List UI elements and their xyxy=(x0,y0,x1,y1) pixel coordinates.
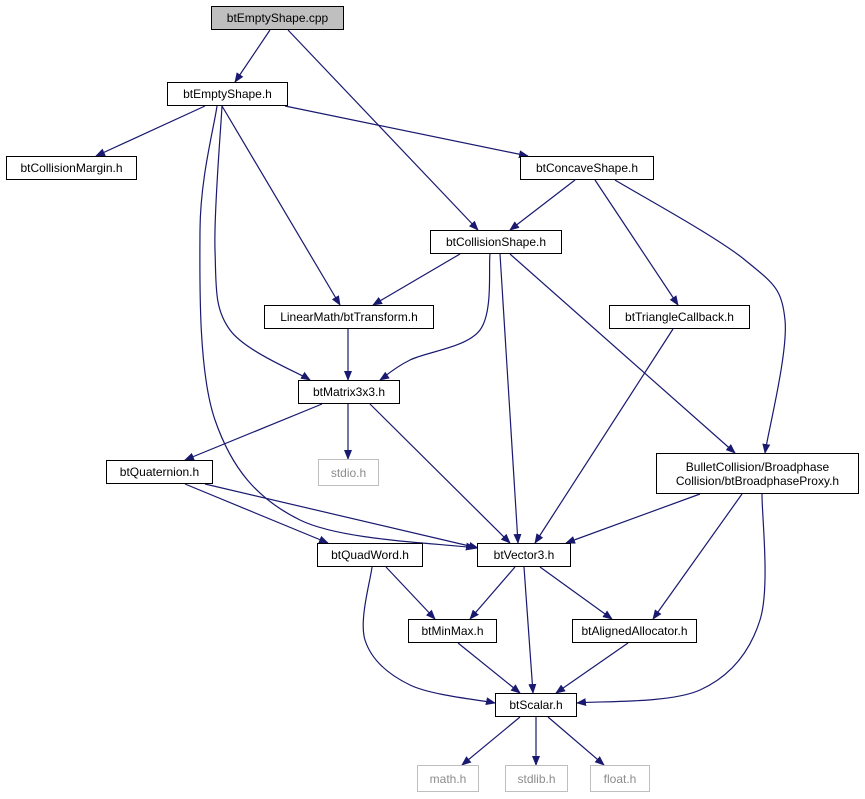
node-label: btTriangleCallback.h xyxy=(625,310,734,324)
node-quat[interactable]: btQuaternion.h xyxy=(106,460,213,484)
node-label: btScalar.h xyxy=(509,698,562,712)
edge-concave-to-tricb xyxy=(594,179,679,306)
edge-proxy-to-vector xyxy=(565,493,701,544)
edge-minmax-to-scalar xyxy=(457,642,521,694)
edge-emptyh-to-matrix xyxy=(214,105,311,381)
node-label-line: btCollisionShape.h xyxy=(445,235,547,249)
edge-matrix-to-vector xyxy=(369,403,511,544)
node-cpp: btEmptyShape.cpp xyxy=(211,6,344,30)
node-label-line: math.h xyxy=(429,771,467,786)
edge-vector-to-alloc xyxy=(539,566,613,620)
node-quadword[interactable]: btQuadWord.h xyxy=(317,543,423,567)
node-label: btMinMax.h xyxy=(421,624,483,638)
edge-vector-to-scalar xyxy=(523,566,537,694)
node-label-line: btVector3.h xyxy=(493,548,555,562)
node-label: btQuaternion.h xyxy=(120,465,199,479)
node-label: btCollisionShape.h xyxy=(446,235,546,249)
edge-quat-to-vector xyxy=(204,483,479,550)
node-label: float.h xyxy=(604,772,637,786)
node-label-line: Collision/btBroadphaseProxy.h xyxy=(675,473,840,488)
node-matrix[interactable]: btMatrix3x3.h xyxy=(298,380,400,404)
node-label: btConcaveShape.h xyxy=(536,161,638,175)
edge-cpp-to-collshape xyxy=(287,29,479,231)
edge-quat-to-quadword xyxy=(184,483,329,544)
node-scalar[interactable]: btScalar.h xyxy=(495,693,577,717)
edge-matrix-to-quat xyxy=(184,403,323,461)
node-label-line: btTriangleCallback.h xyxy=(625,310,734,324)
edge-collshape-to-transform xyxy=(372,253,461,306)
node-label-line: btEmptyShape.cpp xyxy=(226,11,329,25)
node-label: stdio.h xyxy=(331,466,366,480)
node-label-line: btQuaternion.h xyxy=(119,465,200,479)
node-label: btCollisionMargin.h xyxy=(20,161,122,175)
node-alloc[interactable]: btAlignedAllocator.h xyxy=(572,619,697,643)
node-label: stdlib.h xyxy=(517,772,555,786)
node-emptyh[interactable]: btEmptyShape.h xyxy=(167,82,288,106)
edge-quadword-to-minmax xyxy=(385,566,436,620)
node-label: math.h xyxy=(430,772,467,786)
edge-proxy-to-scalar xyxy=(576,493,766,707)
node-label-line: stdio.h xyxy=(330,465,367,480)
edge-alloc-to-scalar xyxy=(555,642,629,694)
edge-emptyh-to-concave xyxy=(284,105,529,159)
edge-scalar-to-math xyxy=(461,716,521,766)
node-label-line: btAlignedAllocator.h xyxy=(581,624,688,638)
node-math: math.h xyxy=(417,765,479,792)
edge-emptyh-to-margin xyxy=(95,105,206,157)
node-label: btQuadWord.h xyxy=(331,548,409,562)
edge-concave-to-collshape xyxy=(509,179,576,231)
edge-emptyh-to-transform xyxy=(221,105,341,306)
node-label-line: btMinMax.h xyxy=(421,624,484,638)
node-label-line: BulletCollision/Broadphase xyxy=(685,459,830,474)
node-label-line: btScalar.h xyxy=(509,698,563,712)
node-label-line: btQuadWord.h xyxy=(331,548,409,562)
node-concave[interactable]: btConcaveShape.h xyxy=(520,156,654,180)
node-label-line: LinearMath/btTransform.h xyxy=(280,310,418,324)
node-collshape[interactable]: btCollisionShape.h xyxy=(430,230,562,254)
node-stdio: stdio.h xyxy=(318,459,379,486)
node-label-line: btCollisionMargin.h xyxy=(20,161,123,175)
node-minmax[interactable]: btMinMax.h xyxy=(408,619,497,643)
node-vector[interactable]: btVector3.h xyxy=(477,543,571,567)
edge-quadword-to-scalar xyxy=(362,566,496,706)
node-label: btEmptyShape.h xyxy=(183,87,272,101)
edge-emptyh-to-vector xyxy=(199,105,476,551)
node-tricb[interactable]: btTriangleCallback.h xyxy=(609,305,750,329)
node-label-line: btEmptyShape.h xyxy=(183,87,272,101)
node-transform[interactable]: LinearMath/btTransform.h xyxy=(264,305,434,329)
node-float: float.h xyxy=(590,765,650,792)
edge-scalar-to-float xyxy=(547,716,605,766)
edge-collshape-to-matrix xyxy=(379,253,491,381)
node-margin[interactable]: btCollisionMargin.h xyxy=(6,156,137,180)
edge-collshape-to-vector xyxy=(499,253,522,544)
edge-collshape-to-proxy xyxy=(509,253,736,454)
edge-tricb-to-vector xyxy=(534,328,674,544)
node-label: LinearMath/btTransform.h xyxy=(280,310,418,324)
node-label: btAlignedAllocator.h xyxy=(581,624,687,638)
edge-proxy-to-alloc xyxy=(652,493,743,620)
edge-cpp-to-emptyh xyxy=(234,29,271,83)
node-label-line: btConcaveShape.h xyxy=(535,161,639,175)
node-label-line: btMatrix3x3.h xyxy=(312,385,386,399)
node-label-line: stdlib.h xyxy=(517,771,556,786)
edge-concave-to-proxy xyxy=(614,179,786,454)
node-label: btVector3.h xyxy=(494,548,555,562)
node-label: btEmptyShape.cpp xyxy=(227,11,328,25)
node-stdlib: stdlib.h xyxy=(505,765,568,792)
edge-vector-to-minmax xyxy=(469,566,516,620)
node-label: btMatrix3x3.h xyxy=(313,385,385,399)
node-label-line: float.h xyxy=(603,771,637,786)
